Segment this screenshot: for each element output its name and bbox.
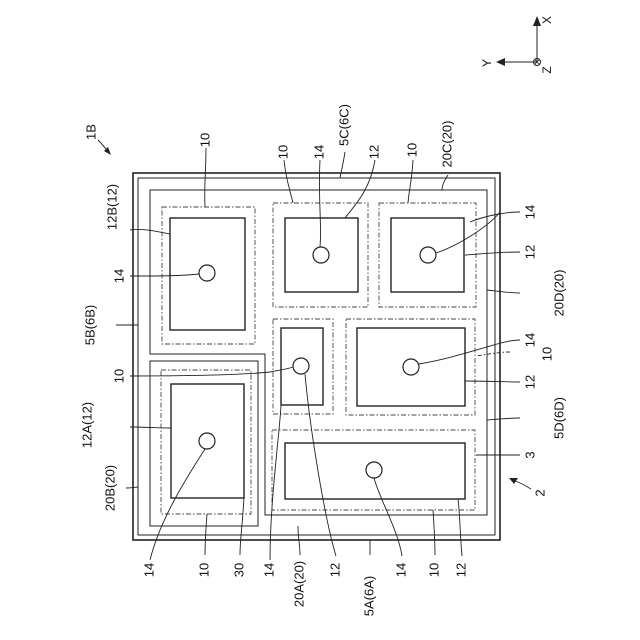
axis-y-label: Y: [480, 59, 494, 67]
electrode-5c: [313, 247, 329, 263]
label-10-bottom-b: 10: [426, 563, 441, 577]
region-5b-5c-5d-5a: [150, 190, 487, 515]
boundary-5a: [272, 430, 475, 510]
label-14-bottom-b: 14: [261, 563, 276, 577]
boundary-small: [273, 319, 333, 414]
label-2: 2: [532, 489, 547, 496]
electrode-20c: [420, 247, 436, 263]
label-20d: 20D(20): [551, 270, 566, 317]
axis-z-label: Z: [540, 66, 554, 73]
chip-5d: [357, 328, 465, 406]
electrode-5d: [403, 359, 419, 375]
label-14-right-a: 14: [522, 205, 537, 219]
label-20c: 20C(20): [439, 121, 454, 168]
boundary-12a: [161, 370, 251, 514]
chip-12a: [171, 384, 244, 498]
label-5a: 5A(6A): [361, 576, 376, 616]
label-12-right-a: 12: [522, 245, 537, 259]
electrode-small: [293, 358, 309, 374]
ref-2-arrow-icon: [509, 478, 518, 484]
boundary-5d: [346, 319, 475, 415]
label-12a: 12A(12): [79, 402, 94, 448]
chip-12b: [170, 218, 245, 330]
label-10-top-b: 10: [275, 145, 290, 159]
label-5b: 5B(6B): [82, 305, 97, 345]
label-20a: 20A(20): [291, 561, 306, 607]
label-10-top-c: 10: [404, 143, 419, 157]
chip-small: [281, 328, 323, 405]
label-12-top: 12: [366, 145, 381, 159]
label-10-left: 10: [111, 369, 126, 383]
electrode-12a: [199, 433, 215, 449]
label-14-bottom-c: 14: [393, 563, 408, 577]
label-5d: 5D(6D): [551, 397, 566, 439]
label-10-bottom-a: 10: [196, 563, 211, 577]
label-12b: 12B(12): [104, 184, 119, 230]
label-10-top-a: 10: [197, 133, 212, 147]
label-14-left-a: 14: [111, 269, 126, 283]
axis-x-label: X: [540, 16, 554, 24]
label-5c: 5C(6C): [336, 104, 351, 146]
label-1b: 1B: [83, 124, 98, 140]
outer-frame: [133, 173, 500, 540]
label-12-bottom-b: 12: [453, 563, 468, 577]
label-12-right-b: 12: [522, 375, 537, 389]
label-14-right-b: 14: [522, 333, 537, 347]
label-3: 3: [522, 451, 537, 458]
label-12-bottom-a: 12: [327, 563, 342, 577]
region-20b: [150, 361, 258, 526]
label-14-bottom-a: 14: [141, 563, 156, 577]
inner-frame: [138, 178, 495, 535]
label-10-right: 10: [539, 347, 554, 361]
axis-indicator: X Y Z: [480, 16, 554, 74]
electrode-5a: [366, 462, 382, 478]
label-30: 30: [231, 563, 246, 577]
chip-5c: [285, 218, 358, 292]
electrode-12b: [199, 265, 215, 281]
chip-5a: [285, 443, 465, 499]
y-arrow-icon: [496, 58, 505, 66]
label-14-top: 14: [311, 145, 326, 159]
chip-20c: [391, 218, 464, 292]
label-20b: 20B(20): [102, 465, 117, 511]
